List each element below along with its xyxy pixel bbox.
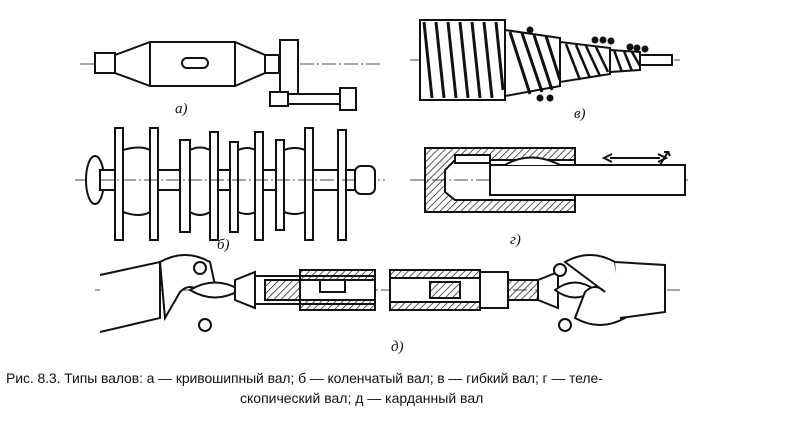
cranked-shaft-drawing xyxy=(75,127,385,241)
cardan-shaft-drawing xyxy=(95,254,680,333)
crank-shaft-drawing xyxy=(80,39,380,111)
caption-line-1: Рис. 8.3. Типы валов: а — кривошипный ва… xyxy=(6,370,603,386)
label-a: а) xyxy=(175,101,188,117)
label-b: б) xyxy=(217,237,230,253)
flexible-shaft-drawing xyxy=(410,19,680,102)
telescopic-shaft-drawing xyxy=(410,147,690,213)
label-d: д) xyxy=(391,339,404,355)
label-g: г) xyxy=(510,232,521,248)
caption-line-2: скопический вал; д — карданный вал xyxy=(240,390,484,406)
shaft-types-figure: а) в) б) г) д) xyxy=(75,19,690,355)
label-v: в) xyxy=(574,106,586,122)
figure-drawing xyxy=(75,19,690,333)
